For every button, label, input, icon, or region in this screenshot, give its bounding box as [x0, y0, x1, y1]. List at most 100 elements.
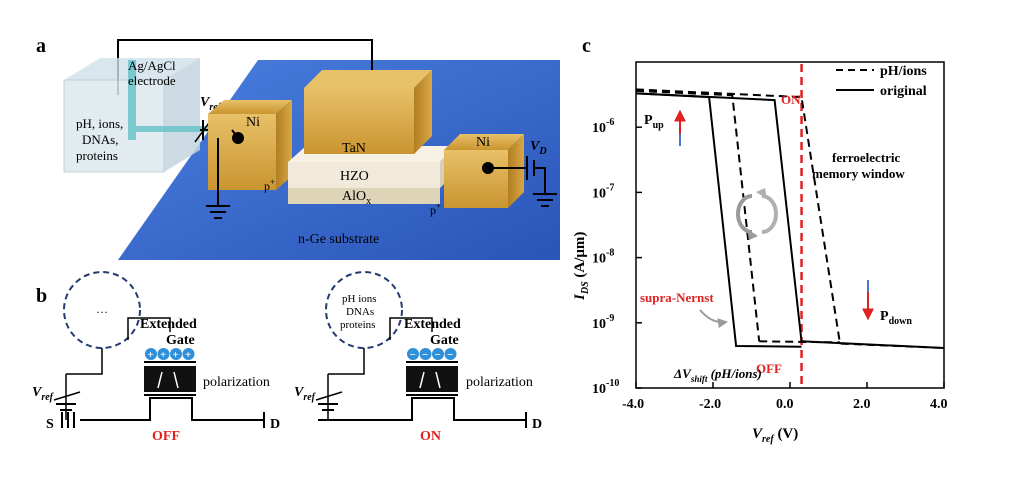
- alox-layer: [288, 186, 440, 204]
- p-up-label: Pup: [644, 113, 664, 131]
- hzo-label: HZO: [340, 169, 369, 184]
- polarization-label-right: polarization: [466, 375, 533, 390]
- series-line-ph-ions: [635, 89, 761, 342]
- p-plus-right: p+: [430, 201, 441, 217]
- positive-ion: [182, 348, 195, 360]
- solution-label-line3: proteins: [76, 148, 118, 163]
- solution-label-line1: pH, ions,: [76, 116, 123, 131]
- series-line-original: [635, 92, 945, 349]
- y-tick-label: 10-7: [592, 182, 614, 201]
- memory-window-line2: memory window: [812, 166, 905, 181]
- x-tick-label: -2.0: [699, 397, 721, 412]
- y-tick-label: 10-10: [592, 378, 619, 397]
- positive-ion-sign: +: [173, 349, 179, 361]
- circuit-off-state: … Extended Gate + + + + polarization Vref S: [32, 271, 280, 444]
- extended-gate-title-1-right: Extended: [404, 317, 461, 332]
- ni-right-label: Ni: [476, 135, 490, 150]
- p-down-label: Pdown: [880, 309, 912, 327]
- plot-frame: [635, 61, 945, 389]
- electrolyte-container: [63, 58, 216, 173]
- legend-ph-ions: pH/ions: [880, 64, 927, 79]
- iv-curves: [635, 64, 945, 386]
- extended-gate-title-2: Gate: [166, 333, 195, 348]
- panel-a-device-schematic: a Ag/AgCl electrode pH, ions, DNAs, prot…: [36, 35, 560, 260]
- y-tick-label: 10-6: [592, 117, 614, 136]
- off-annotation: OFF: [756, 361, 782, 376]
- on-state-label: ON: [420, 429, 441, 444]
- panel-b-circuit-schematics: b … Extended Gate + + + + polarization Vref…: [32, 271, 542, 444]
- analyte-line2: DNAs: [346, 306, 374, 318]
- ag-agcl-electrode: [128, 60, 136, 140]
- tan-label: TaN: [342, 141, 366, 156]
- memory-window-line1: ferroelectric: [832, 150, 901, 165]
- p-plus-left: p+: [264, 177, 275, 193]
- tan-gate-metal: [304, 70, 432, 154]
- x-axis-label: Vref (V): [752, 426, 798, 445]
- positive-ion: [170, 348, 182, 360]
- x-tick-label: 4.0: [930, 397, 948, 412]
- vd-label: VD: [530, 139, 547, 157]
- x-axis-ticks: -4.0 -2.0 0.0 2.0 4.0: [622, 382, 948, 412]
- negative-ion: [444, 348, 457, 360]
- vref-label-left: Vref: [32, 385, 55, 403]
- ni-drain-contact: [444, 134, 524, 208]
- polarization-label: polarization: [203, 375, 270, 390]
- on-annotation: ON: [781, 92, 801, 107]
- drain-label-right: D: [532, 417, 542, 432]
- extended-gate-title-2-right: Gate: [430, 333, 459, 348]
- positive-ion-sign: +: [185, 349, 191, 361]
- off-state-label: OFF: [152, 429, 180, 444]
- analyte-line1: pH ions: [342, 293, 377, 305]
- ni-source-contact: [208, 100, 292, 190]
- legend-original: original: [880, 84, 927, 99]
- electrode-label-line1: Ag/AgCl: [128, 58, 176, 73]
- ferroelectric-layer: [144, 366, 196, 392]
- negative-ion-sign: −: [410, 349, 416, 361]
- supra-nernst-arrow: [699, 309, 728, 329]
- analyte-circle-bio: [325, 271, 403, 349]
- negative-ion-layer: −−−−: [407, 348, 457, 361]
- analyte-circle-text: …: [96, 302, 108, 316]
- ni-left-label: Ni: [246, 115, 260, 130]
- positive-ion-sign: +: [160, 349, 166, 361]
- analyte-circle-empty: [63, 271, 141, 349]
- y-axis-label: IDS (A/μm): [572, 232, 591, 301]
- substrate-label: n-Ge substrate: [298, 232, 379, 247]
- source-label: S: [46, 417, 54, 432]
- electrode-label-line2: electrode: [128, 73, 176, 88]
- positive-ion-layer: + + + +: [145, 348, 195, 361]
- negative-ion-sign: −: [447, 349, 453, 361]
- positive-ion: [157, 348, 170, 360]
- alox-label: AlOx: [342, 189, 371, 207]
- negative-ion-sign: −: [435, 349, 441, 361]
- panel-b-label: b: [36, 285, 47, 307]
- negative-ion: [419, 348, 432, 360]
- ground-symbol-left: [206, 205, 230, 219]
- negative-ion: [407, 348, 419, 360]
- panel-a-label: a: [36, 35, 46, 57]
- positive-ion-sign: +: [148, 349, 154, 361]
- circuit-on-state: pH ions DNAs proteins Extended Gate −−−−…: [294, 271, 542, 444]
- negative-ion-sign: −: [422, 349, 428, 361]
- analyte-line3: proteins: [340, 319, 375, 331]
- solution-label-line2: DNAs,: [82, 132, 118, 147]
- extended-gate-title-1: Extended: [140, 317, 197, 332]
- shift-annotation: ΔVshift (pH/ions): [673, 366, 762, 384]
- x-tick-label: 2.0: [853, 397, 871, 412]
- hysteresis-rotation-icon: [736, 188, 778, 240]
- drain-label: D: [270, 417, 280, 432]
- x-tick-label: -4.0: [622, 397, 644, 412]
- series-line-ph-ions: [635, 88, 945, 349]
- positive-ion: [145, 348, 157, 360]
- negative-ion: [432, 348, 444, 360]
- legend: pH/ions original: [836, 64, 927, 99]
- series-line-original: [635, 92, 802, 348]
- ground-symbol-right: [533, 193, 557, 207]
- panel-c-label: c: [582, 35, 591, 57]
- x-tick-label: 0.0: [776, 397, 794, 412]
- supra-nernst-label: supra-Nernst: [640, 290, 714, 305]
- y-tick-label: 10-8: [592, 248, 614, 267]
